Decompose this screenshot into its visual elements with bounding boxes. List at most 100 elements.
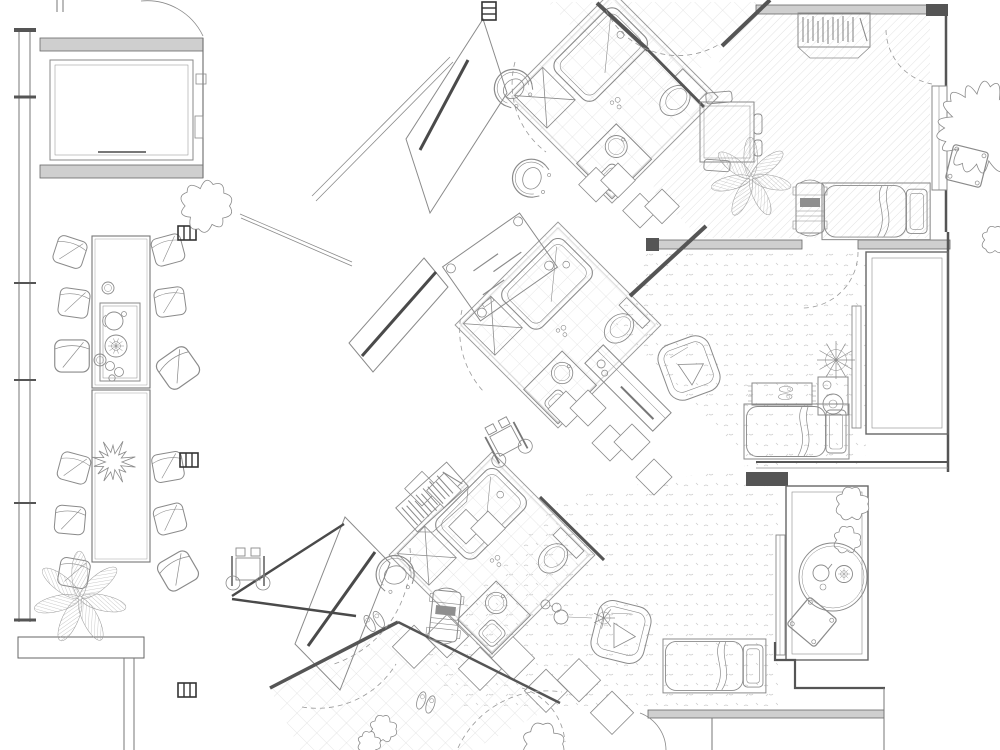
chair-a2 xyxy=(703,158,731,173)
partition-2-leaf-a xyxy=(239,213,353,263)
dining-chair-12 xyxy=(156,550,200,592)
chair-a3 xyxy=(753,113,763,135)
teapot-spout xyxy=(121,311,127,317)
partition-2-leaf-b xyxy=(240,217,353,267)
platform-tab-2 xyxy=(194,115,204,139)
balcony-b-rail-outer xyxy=(865,251,949,435)
bookshelf-a xyxy=(797,12,871,59)
window-living-balcony xyxy=(851,305,862,429)
dining-chair-11 xyxy=(152,502,188,536)
dining-chair-2 xyxy=(57,287,91,319)
cup-2 xyxy=(105,361,115,371)
wall-mid-a xyxy=(647,239,803,250)
dining-chair-8 xyxy=(153,286,187,318)
eyeglasses xyxy=(540,599,562,613)
cup-1 xyxy=(101,281,115,295)
balcony-b-rail-inner xyxy=(871,257,943,429)
armchair-living xyxy=(657,335,721,401)
bathroom-pod-a xyxy=(505,0,719,204)
teapot-handle xyxy=(102,314,107,328)
wall-diag-a xyxy=(646,48,706,109)
shrub-terrace xyxy=(981,225,1000,254)
dining-table-upper-inner xyxy=(94,238,148,386)
tub-chair-2 xyxy=(511,158,552,198)
wall-mid-b xyxy=(857,239,951,250)
wall-common-2 xyxy=(397,620,561,705)
wheelchair-1 xyxy=(225,547,271,591)
closet-band-a xyxy=(578,162,680,229)
rug xyxy=(748,382,816,406)
glass-table xyxy=(441,212,559,322)
partition-3-door xyxy=(306,551,377,647)
wall-diag-c xyxy=(538,495,606,562)
door-arc-bedroom-c xyxy=(639,712,667,750)
radiator-4 xyxy=(481,1,497,21)
door-swing-hall-c xyxy=(333,547,411,665)
lounge-wall-top xyxy=(39,37,204,52)
partition-1-leaf-a xyxy=(311,56,451,197)
closet-band-b xyxy=(547,389,673,496)
wheelchair-2 xyxy=(484,416,533,468)
tub-chair-3 xyxy=(375,554,415,594)
floor-carpet-living-b xyxy=(616,252,866,464)
partition-2-door xyxy=(360,271,438,357)
dining-chair-4 xyxy=(56,451,92,485)
door-swing-common-1 xyxy=(301,663,397,709)
dining-chair-1 xyxy=(52,235,88,269)
cup-3 xyxy=(114,367,124,377)
door-swing-entry xyxy=(605,9,719,56)
fern-dining xyxy=(34,550,127,642)
shoes-1 xyxy=(363,610,385,632)
wall-top-corner xyxy=(926,4,948,16)
window-bedroom-balcony xyxy=(775,534,786,656)
book-trolley xyxy=(425,587,465,645)
pinwheel-plant xyxy=(817,341,855,379)
wall-common-1 xyxy=(269,620,399,690)
partition-1 xyxy=(405,17,508,215)
floor-tile-common-room xyxy=(270,622,560,750)
door-leaf-c1 xyxy=(231,522,345,598)
wall-block-2 xyxy=(746,472,788,486)
cup-1-inner xyxy=(104,284,112,292)
door-swing-pod-b xyxy=(459,309,485,393)
door-swing-pod-c xyxy=(521,687,566,743)
door-swing-living-b xyxy=(802,251,859,309)
bed-a xyxy=(821,182,931,241)
door-swing-pod-a xyxy=(511,61,547,153)
serving-tray-inner xyxy=(102,305,138,379)
partition-1-door xyxy=(418,59,470,151)
dining-chair-10 xyxy=(151,451,185,483)
shrub-common-2 xyxy=(357,731,381,750)
wall-bottom-c xyxy=(647,709,885,719)
radiator-1 xyxy=(177,225,197,241)
wall-block-1 xyxy=(646,238,659,251)
wall-diag-b xyxy=(628,224,708,298)
plate xyxy=(104,334,128,358)
teapot xyxy=(104,311,124,331)
left-wall-mullions xyxy=(14,28,36,622)
tub-chair-1 xyxy=(493,68,534,109)
platform-outer xyxy=(49,59,194,161)
cup-4 xyxy=(108,374,116,382)
dining-chair-3 xyxy=(54,339,90,373)
balloon-string xyxy=(567,616,593,619)
partition-3 xyxy=(294,516,391,691)
shrub-balcony-2 xyxy=(833,525,862,554)
plate-food xyxy=(108,338,124,354)
cup-5-inner xyxy=(96,356,104,364)
shrub-common-1 xyxy=(369,714,398,743)
dining-table-upper xyxy=(91,235,151,389)
sideboard xyxy=(584,344,672,432)
radiator-2 xyxy=(179,452,199,468)
dining-chair-9 xyxy=(155,346,201,390)
bed-c xyxy=(662,638,767,694)
dining-chair-7 xyxy=(150,233,186,267)
wall-steps-c xyxy=(773,642,885,690)
balcony-c-rail-outer xyxy=(785,485,869,661)
radiator-3 xyxy=(177,682,197,698)
wall-entry-left xyxy=(595,1,650,52)
bookshelf-diagonal xyxy=(395,461,469,533)
armchair-bedroom-c xyxy=(590,600,652,664)
ottoman xyxy=(787,597,837,647)
